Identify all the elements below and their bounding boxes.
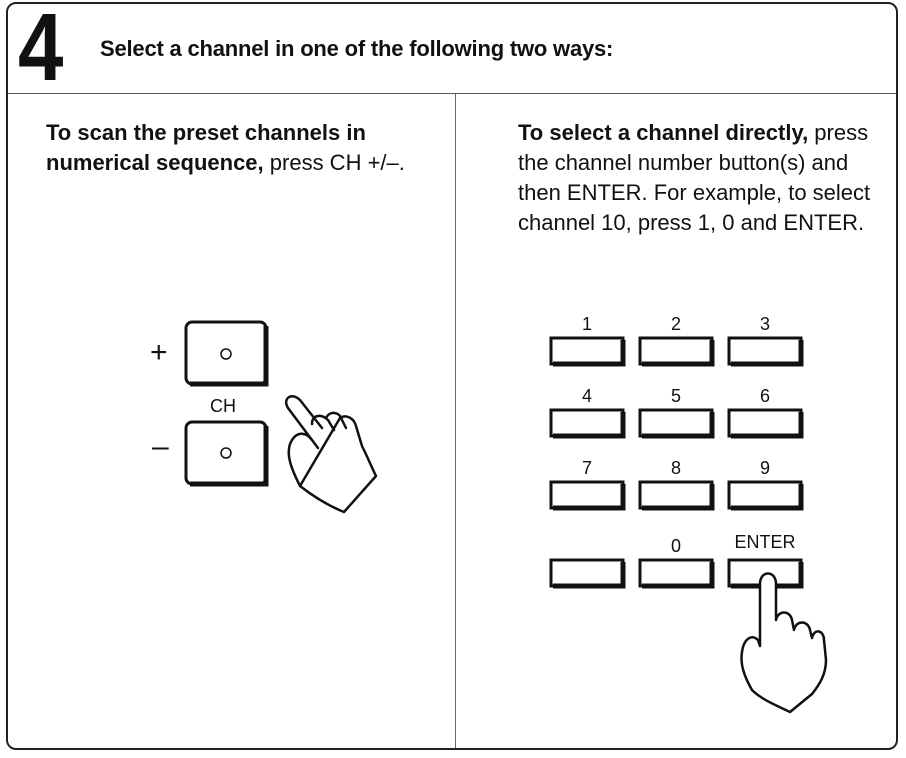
key-5-label: 5 [670, 386, 681, 406]
key-3-label: 3 [759, 314, 770, 334]
key-4-label: 4 [581, 386, 592, 406]
vertical-divider [455, 94, 456, 748]
key-enter-label: ENTER [734, 532, 796, 552]
key-blank-button[interactable] [549, 558, 626, 589]
scan-instructions-normal: press CH +/–. [263, 150, 405, 175]
key-6-label: 6 [759, 386, 770, 406]
key-5-button[interactable] [638, 408, 715, 439]
key-1-label: 1 [581, 314, 592, 334]
direct-select-instructions: To select a channel directly, press the … [518, 118, 878, 238]
direct-select-normal: press the channel number button(s) and t… [518, 120, 871, 235]
key-2-label: 2 [670, 314, 681, 334]
ch-minus-sign: – [152, 430, 169, 463]
page-frame [6, 2, 898, 750]
horizontal-divider [8, 93, 896, 94]
ch-minus-button[interactable] [184, 420, 269, 487]
step-heading: Select a channel in one of the following… [100, 36, 614, 61]
key-2-button[interactable] [638, 336, 715, 367]
ch-label: CH [210, 396, 236, 416]
key-6-button[interactable] [727, 408, 804, 439]
key-8-button[interactable] [638, 480, 715, 511]
direct-select-bold: To select a channel directly, [518, 120, 809, 145]
scan-instructions-bold: To scan the preset channels in numerical… [46, 120, 366, 175]
key-7-label: 7 [581, 458, 592, 478]
key-0-button[interactable] [638, 558, 715, 589]
scan-instructions: To scan the preset channels in numerical… [46, 118, 436, 178]
pointing-hand-icon [284, 395, 378, 514]
ch-plus-button[interactable] [184, 320, 269, 387]
key-3-button[interactable] [727, 336, 804, 367]
ch-plus-sign: + [150, 336, 168, 369]
key-7-button[interactable] [549, 480, 626, 511]
key-9-label: 9 [759, 458, 770, 478]
key-4-button[interactable] [549, 408, 626, 439]
key-1-button[interactable] [549, 336, 626, 367]
key-0-label: 0 [670, 536, 681, 556]
key-9-button[interactable] [727, 480, 804, 511]
pointing-hand-enter-icon [740, 572, 828, 714]
key-8-label: 8 [670, 458, 681, 478]
step-number: 4 [18, 0, 64, 101]
keypad [549, 336, 804, 589]
